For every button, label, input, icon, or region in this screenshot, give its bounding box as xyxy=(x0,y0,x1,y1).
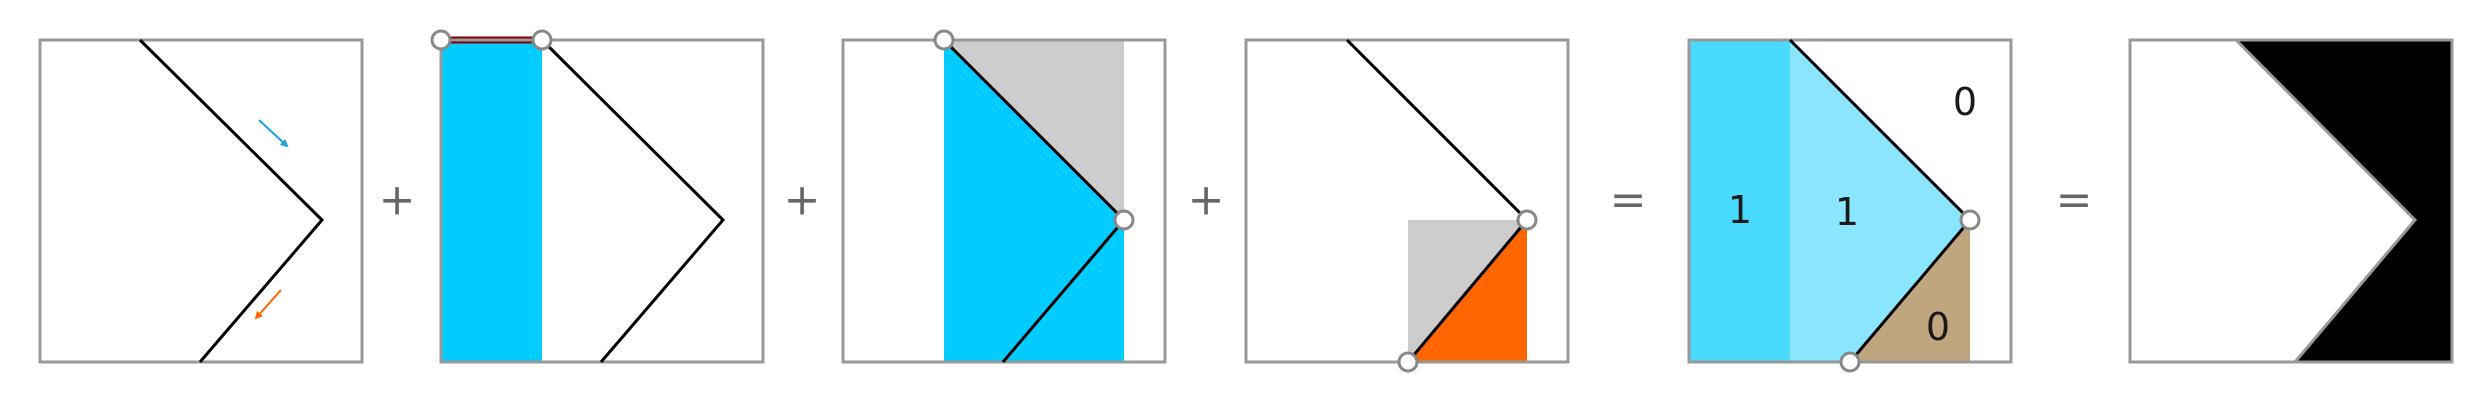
plus-operator: + xyxy=(784,175,821,226)
vertex-marker xyxy=(430,29,452,51)
polygon-edge xyxy=(2234,38,2418,363)
panel-final-result xyxy=(2128,38,2454,364)
panel-outline-frame xyxy=(38,38,364,364)
panel-diagonal-edge xyxy=(841,29,1167,364)
coverage-middle-region xyxy=(1790,40,1970,362)
panel-final-result-frame xyxy=(2128,38,2454,364)
coverage-label: 0 xyxy=(1953,80,1977,124)
vertex-marker xyxy=(1397,351,1419,373)
panel-summed-coverage: 1 1 0 0 xyxy=(1687,38,2013,373)
equals-operator: = xyxy=(2056,175,2093,226)
cyan-coverage-region xyxy=(441,40,542,362)
vertex-marker xyxy=(1959,209,1981,231)
coverage-left-strip xyxy=(1689,40,1790,362)
coverage-label: 0 xyxy=(1926,305,1950,349)
vertex-marker xyxy=(531,29,553,51)
vertex-marker xyxy=(1839,351,1861,373)
vertex-marker xyxy=(933,29,955,51)
arrow-down-left-icon xyxy=(254,289,282,320)
arrow-down-right-icon xyxy=(258,119,289,148)
polygon-edge xyxy=(138,38,325,363)
panel-top-edge xyxy=(430,29,765,364)
plus-operator: + xyxy=(379,175,416,226)
equals-operator: = xyxy=(1610,175,1647,226)
panel-lower-edge xyxy=(1244,38,1570,373)
plus-operator: + xyxy=(1188,175,1225,226)
coverage-label: 1 xyxy=(1728,188,1752,232)
vertex-marker xyxy=(1113,209,1135,231)
polygon-edge xyxy=(540,38,726,363)
filled-polygon xyxy=(2236,40,2452,362)
vertex-marker xyxy=(1516,209,1538,231)
coverage-label: 1 xyxy=(1835,190,1859,234)
panel-outline xyxy=(38,38,364,364)
